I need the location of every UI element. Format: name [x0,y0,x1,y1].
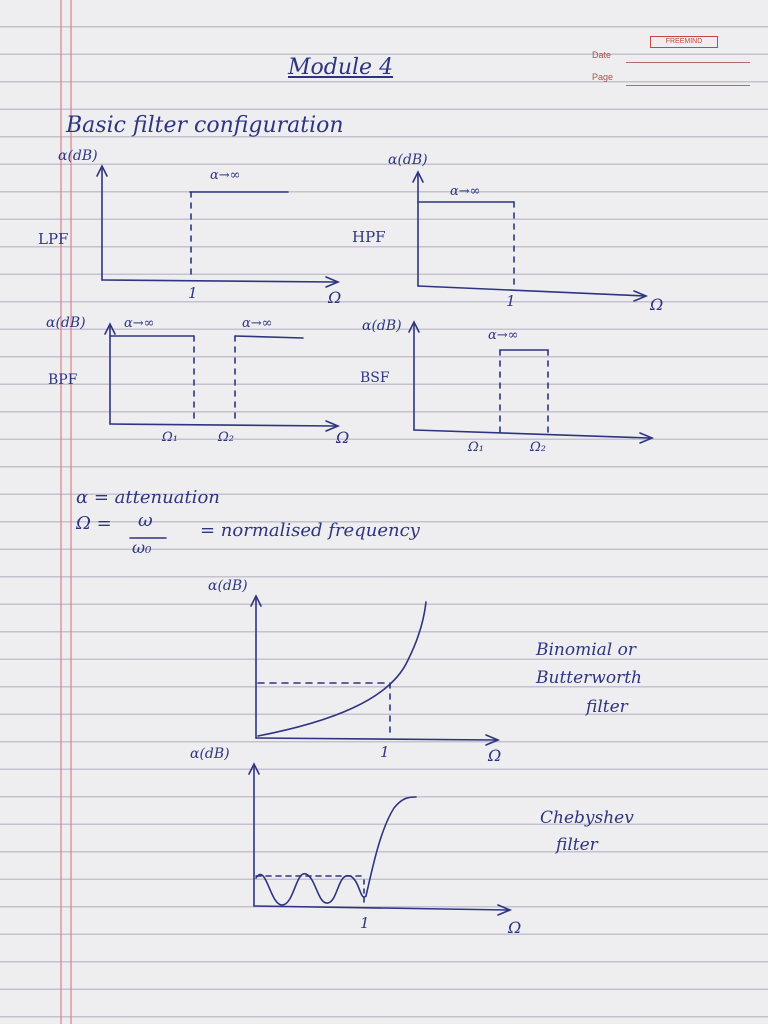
hpf-y-axis-label: α(dB) [388,152,428,168]
bpf-y-axis-label: α(dB) [46,315,86,331]
hpf-label: HPF [352,228,386,246]
hpf-graph [412,170,649,302]
bpf-tick1-label: Ω₁ [162,430,178,445]
bpf-stopband-right [234,335,304,339]
chebyshev-caption-line1: Chebyshev [540,808,634,828]
omega-denominator: ω₀ [132,538,152,557]
margin-line [60,0,62,1024]
chebyshev-curve [255,796,417,906]
bpf-x-axis-label: Ω [336,428,350,447]
chebyshev-y-axis-label: α(dB) [190,746,230,762]
bsf-tick1-label: Ω₁ [468,440,484,455]
bsf-graph [408,320,655,444]
hpf-x-axis-label: Ω [650,295,664,314]
chebyshev-y-arrow [248,762,260,775]
chebyshev-caption-line2: filter [556,835,598,855]
bsf-annotation: α→∞ [488,328,519,343]
chebyshev-x-axis-label: Ω [508,918,522,937]
butterworth-x-arrow [485,734,501,746]
page-title: Module 4 [288,55,394,80]
butterworth-x-axis-label: Ω [488,746,502,765]
lpf-graph [96,164,341,288]
lpf-annotation: α→∞ [210,168,241,183]
page-label: Page [592,72,614,82]
section-title: Basic filter configuration [66,113,344,138]
chebyshev-x-axis [253,905,509,911]
lpf-x-axis [101,279,337,283]
omega-definition: = normalised frequency [200,520,420,541]
omega-numerator: ω [138,510,153,531]
page-line [626,85,750,86]
bpf-annotation-left: α→∞ [124,316,155,331]
date-label: Date [592,50,612,60]
bsf-y-axis-label: α(dB) [362,318,402,334]
bpf-x-axis [109,423,337,427]
bpf-y-arrow [104,322,116,335]
margin-line [70,0,72,1024]
bpf-x-arrow [325,420,341,432]
bpf-graph [104,322,341,432]
bpf-annotation-right: α→∞ [242,316,273,331]
butterworth-caption-line2: Butterworth [536,668,642,688]
chebyshev-tick-label: 1 [360,914,370,932]
bsf-y-arrow [408,320,420,333]
butterworth-caption-line3: filter [586,697,628,717]
bsf-label: BSF [360,370,390,386]
alpha-definition: α = attenuation [76,487,220,508]
bpf-label: BPF [48,372,78,388]
bpf-tick2-label: Ω₂ [218,430,234,445]
lpf-x-axis-label: Ω [328,288,342,307]
lpf-x-arrow [325,276,341,288]
lpf-tick-label: 1 [188,284,198,302]
butterworth-y-arrow [250,594,262,607]
bsf-tick2-label: Ω₂ [530,440,546,455]
omega-lhs: Ω = [76,513,112,534]
butterworth-tick-label: 1 [380,743,390,761]
hpf-y-arrow [412,170,424,183]
butterworth-curve [257,601,427,737]
chebyshev-graph [248,762,513,916]
butterworth-x-axis [255,737,497,741]
hpf-annotation: α→∞ [450,184,481,199]
hpf-x-arrow [633,290,649,302]
hpf-tick-label: 1 [506,292,516,310]
butterworth-graph [250,594,501,746]
lpf-y-arrow [96,164,108,177]
butterworth-caption-line1: Binomial or [536,640,637,660]
butterworth-y-axis-label: α(dB) [208,578,248,594]
bsf-x-axis [413,429,651,439]
lpf-y-axis-label: α(dB) [58,148,98,164]
lpf-label: LPF [38,230,69,248]
date-line [626,62,750,63]
bsf-x-arrow [639,432,655,444]
hpf-x-axis [417,285,647,297]
brand-logo: FREEMIND [650,36,718,48]
chebyshev-x-arrow [497,904,513,916]
